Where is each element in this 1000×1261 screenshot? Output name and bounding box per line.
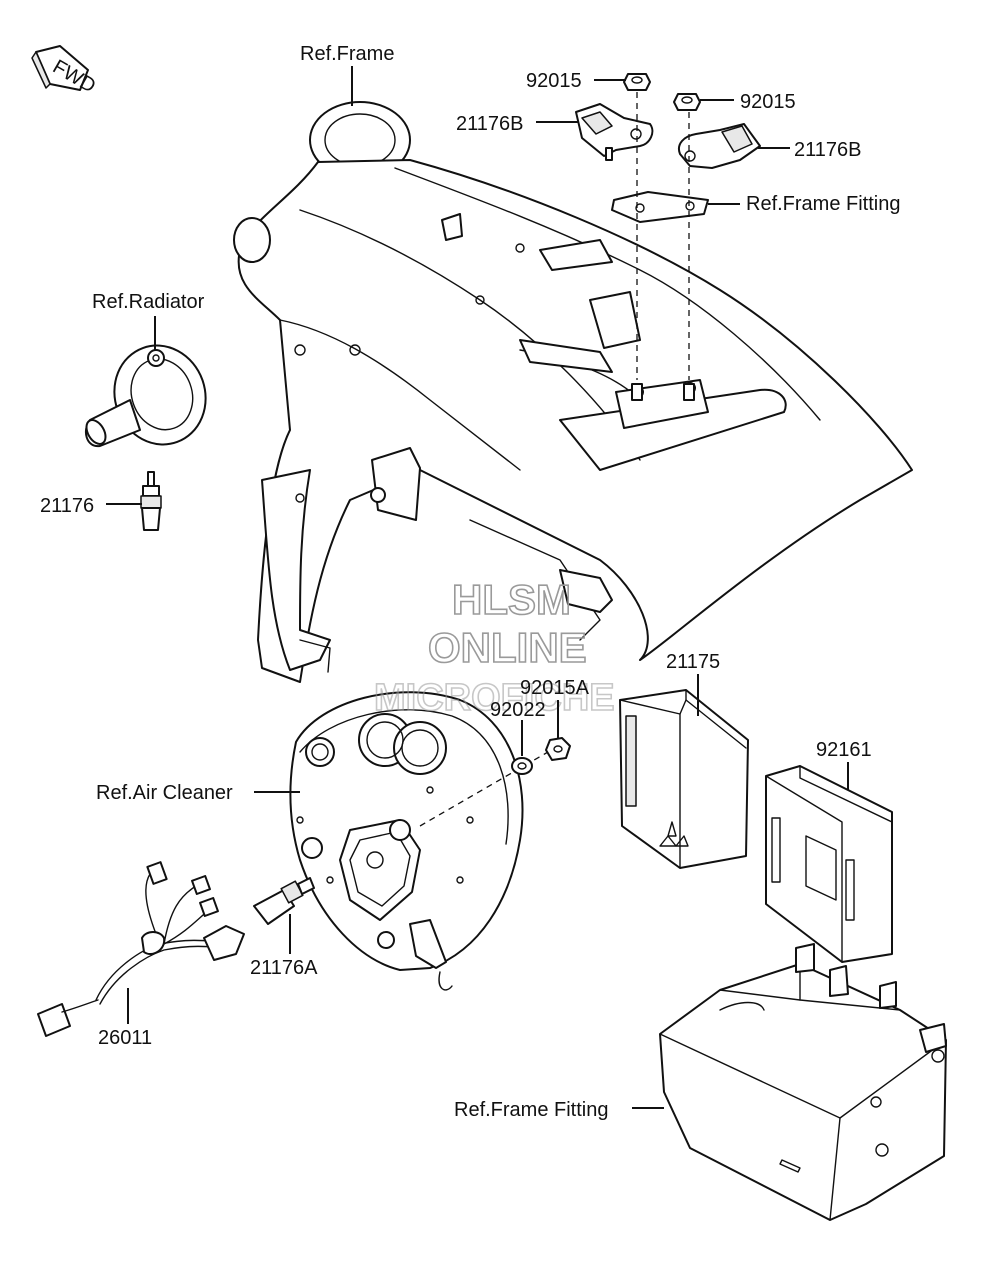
label-ref-frame-fitting-bottom: Ref.Frame Fitting	[454, 1099, 608, 1121]
label-21176b-left: 21176B	[456, 113, 523, 135]
washer-92022	[511, 757, 533, 775]
label-92015-right: 92015	[740, 91, 796, 113]
watermark: HLSM ONLINE MICROFICHE	[373, 575, 615, 720]
label-21176a: 21176A	[250, 957, 318, 979]
label-ref-air-cleaner: Ref.Air Cleaner	[96, 782, 233, 804]
fwd-arrow-icon: FWD	[31, 45, 99, 98]
air-cleaner-plate	[289, 691, 524, 991]
watermark-line-1: HLSM	[452, 576, 571, 623]
label-26011: 26011	[98, 1027, 152, 1049]
label-21176b-right: 21176B	[794, 139, 861, 161]
sensor-21176b-right	[678, 123, 761, 169]
leader-lines	[106, 66, 849, 1109]
nut-92015a	[545, 737, 571, 761]
watermark-line-2: ONLINE	[428, 624, 587, 671]
radiator-outlet-fitting	[84, 344, 207, 448]
sensor-21176b-left	[575, 103, 654, 161]
ecu-21175	[619, 689, 749, 869]
wire-harness-26011	[37, 861, 245, 1037]
label-21175: 21175	[666, 651, 720, 673]
sensor-21176a	[253, 877, 315, 925]
bracket-ref-frame-fitting-top	[611, 191, 709, 223]
label-92015-left: 92015	[526, 70, 582, 92]
label-21176: 21176	[40, 495, 94, 517]
label-ref-radiator: Ref.Radiator	[92, 291, 205, 313]
label-92015a: 92015A	[520, 677, 590, 699]
nut-92015-right	[673, 93, 701, 111]
frame-studs	[631, 383, 695, 401]
label-ref-frame-fitting-top: Ref.Frame Fitting	[746, 193, 900, 215]
frame-assembly	[233, 101, 913, 683]
label-92161: 92161	[816, 739, 872, 761]
cover-92161	[765, 765, 893, 963]
nut-92015-left	[623, 73, 651, 91]
watermark-line-3: MICROFICHE	[374, 677, 615, 719]
label-ref-frame: Ref.Frame	[300, 43, 394, 65]
label-92022: 92022	[490, 699, 546, 721]
frame-fitting-tray	[659, 943, 947, 1221]
temp-sensor-21176	[140, 471, 162, 531]
